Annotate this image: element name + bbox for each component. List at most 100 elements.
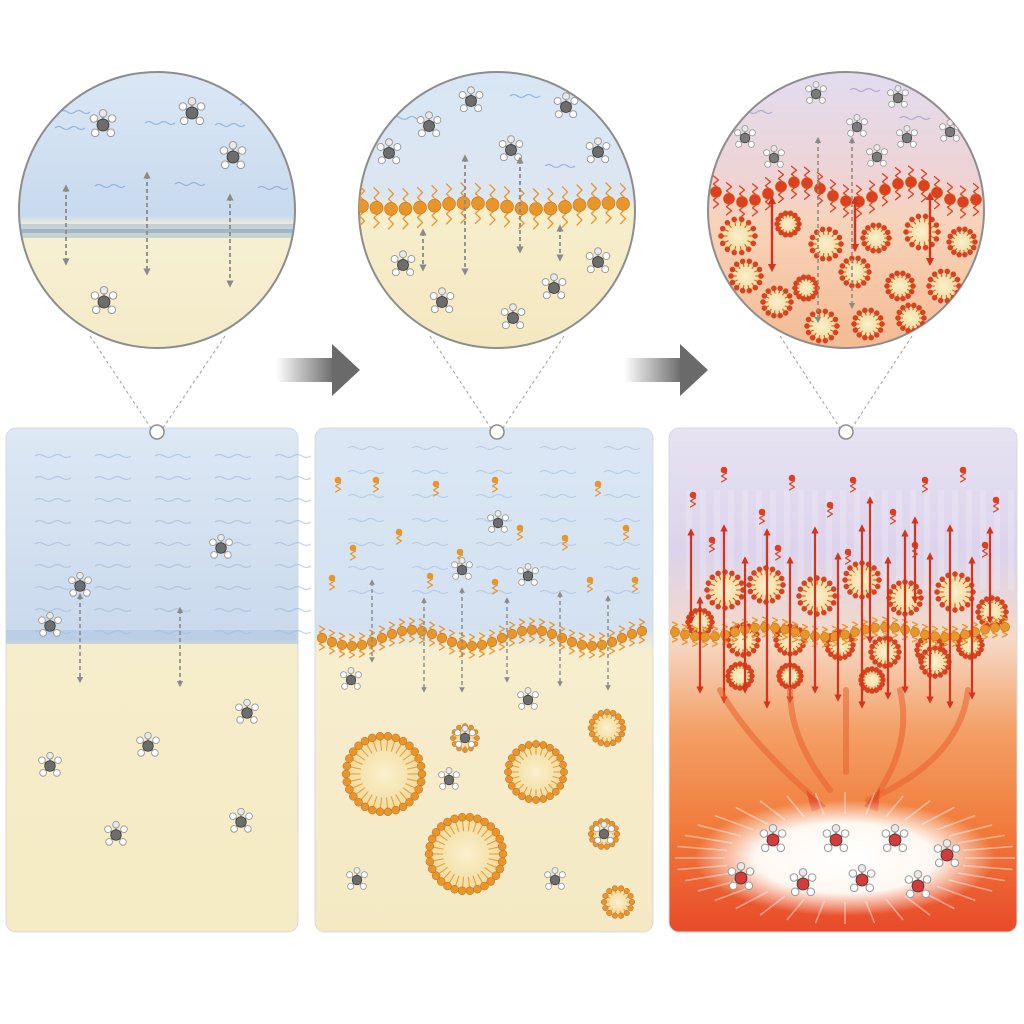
water-ripple [34,519,72,525]
water-ripple [174,181,206,187]
molecule-icon [734,125,756,148]
molecule-icon [438,767,460,790]
free-surfactant [334,476,342,493]
free-surfactant [774,544,782,561]
surfactant-molecule [890,617,900,639]
water-ripple [154,629,192,635]
surfactant-molecule [546,621,558,647]
molecule-icon [38,611,62,637]
free-surfactant [921,476,929,493]
water-ripple [347,589,385,595]
water-ripple [603,517,641,523]
water-ripple [54,125,86,131]
water-ripple [539,565,577,571]
surfactant-molecule [820,626,830,648]
molecule-icon [209,533,233,559]
surfactant-molecule [446,629,458,655]
water-ripple [849,87,881,93]
molecule-icon [763,145,785,168]
water-ripple [34,563,72,569]
surfactant-molecule [326,629,338,655]
free-surfactant [992,496,1000,513]
micelle-icon [718,216,758,256]
surfactant-molecule [356,632,368,658]
water-ripple [154,497,192,503]
water-ripple [475,445,513,451]
flow-arrow [865,687,971,803]
water-ripple [214,497,252,503]
surfactant-molecule [730,621,740,643]
water-ripple [347,493,385,499]
free-surfactant [689,491,697,508]
molecule-icon [544,867,566,890]
arrow-right-icon [276,344,360,396]
water-ripple [154,475,192,481]
water-ripple [94,475,132,481]
water-ripple [34,541,72,547]
micelle-icon [504,740,568,804]
free-surfactant [491,578,499,595]
micelle-icon [601,885,636,919]
surfactant-molecule [436,625,448,651]
micelle-icon [725,661,755,691]
molecule-icon [487,510,509,533]
surfactant-molecule [369,187,384,229]
surfactant-molecule [336,632,348,658]
molecule-icon [848,864,876,893]
free-surfactant [849,476,857,493]
molecule-icon [553,92,579,119]
free-surfactant [720,466,728,483]
water-ripple [154,607,192,613]
water-ripple [34,607,72,613]
water-ripple [34,497,72,503]
free-surfactant [788,474,796,491]
molecule-icon [346,867,368,890]
molecule-icon [235,698,259,724]
water-ripple [154,519,192,525]
micelle-icon [774,210,802,238]
micelle-icon [804,308,840,344]
surfactant-molecule [426,621,438,647]
surfactant-molecule [749,183,761,217]
zoom-connector-icon [89,335,152,429]
water-ripple [475,565,513,571]
molecule-icon [822,824,850,853]
water-ripple [154,585,192,591]
molecule-icon [136,731,160,757]
water-ripple [603,541,641,547]
molecule-icon [416,111,442,138]
molecule-icon [390,250,416,277]
surfactant-molecule [980,618,990,641]
water-ripple [899,115,931,121]
water-ripple [475,541,513,547]
water-ripple [603,445,641,451]
free-surfactant [594,480,602,497]
water-ripple [154,453,192,459]
water-ripple [94,497,132,503]
molecule-icon [896,125,918,148]
micelle-icon [926,268,962,304]
molecule-icon [454,725,476,748]
water-ripple [411,517,449,523]
surfactant-molecule [892,167,904,201]
micelle-icon [587,708,627,748]
molecule-icon [789,868,817,897]
molecule-icon [376,138,402,165]
molecule-icon [887,85,909,108]
surfactant-molecule [750,617,760,639]
molecule-icon [904,870,932,899]
surfactant-molecule [910,621,920,643]
surfactant-molecule [800,623,810,646]
water-ripple [214,629,252,635]
water-ripple [257,185,289,191]
water-ripple [347,517,385,523]
molecule-icon [229,807,253,833]
free-surfactant [631,576,639,593]
micelle-icon [796,575,838,617]
water-ripple [475,493,513,499]
water-ripple [274,629,312,635]
molecule-icon [451,557,473,580]
molecule-icon [727,862,755,891]
micelle-icon [918,645,952,679]
free-surfactant [959,466,967,483]
